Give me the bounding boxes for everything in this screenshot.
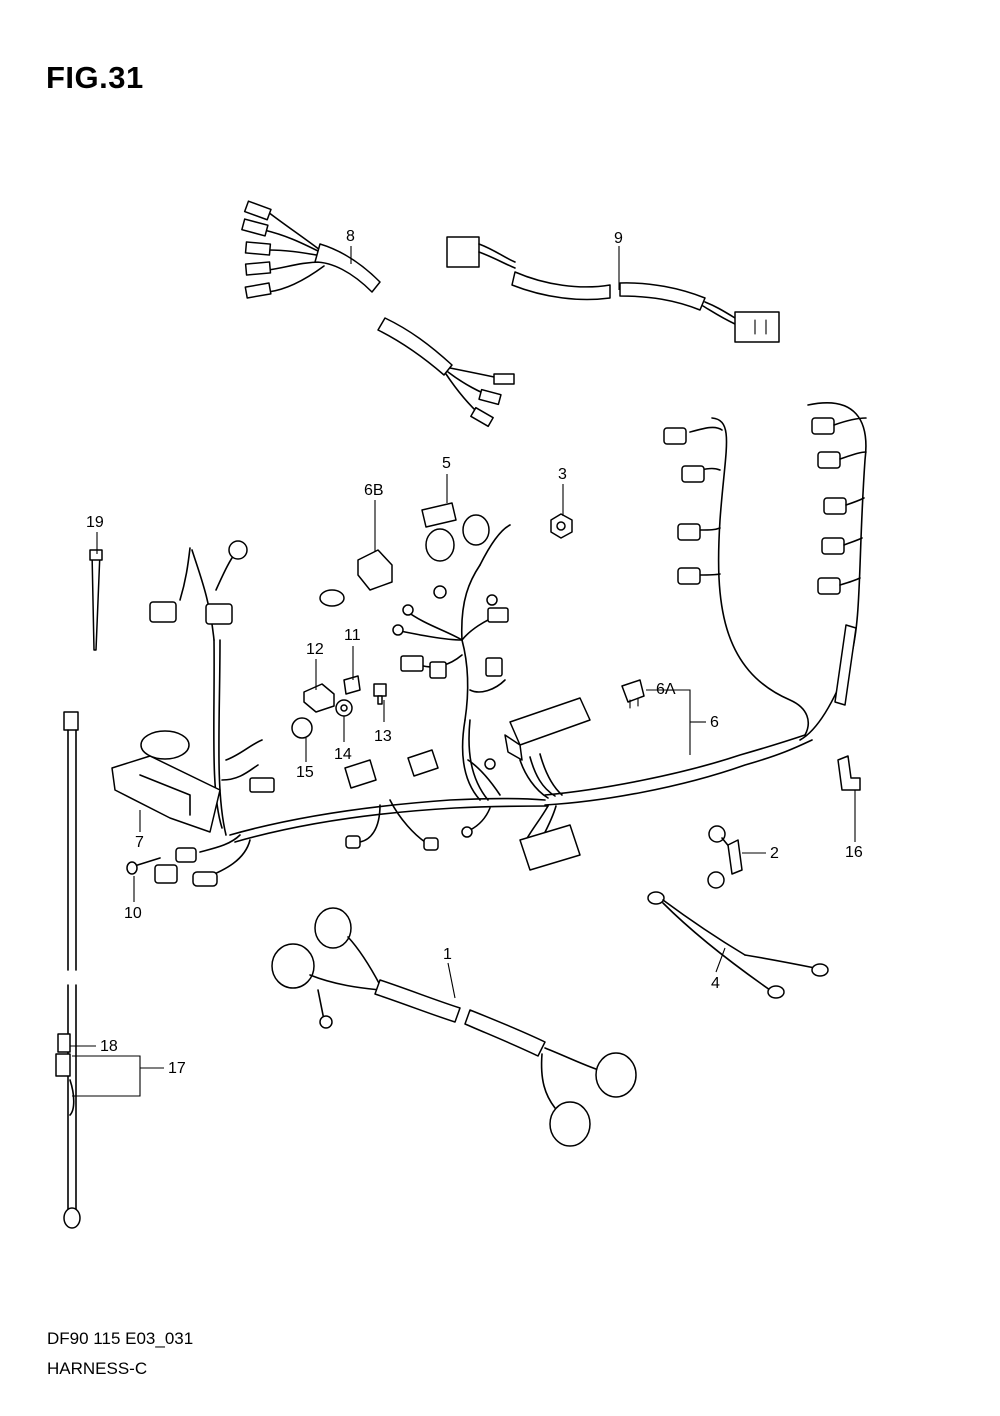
part-4-ground-wire xyxy=(647,891,829,999)
callout-labels: 8 9 5 3 6B 19 11 12 13 14 15 6A 6 7 10 2… xyxy=(86,228,863,1077)
callout-19: 19 xyxy=(86,514,104,531)
part-14-collar xyxy=(335,699,353,717)
part-17-lead-wire xyxy=(55,711,81,1229)
callout-6b: 6B xyxy=(364,482,384,499)
injector-connectors-left xyxy=(663,426,723,585)
part-15-grommet xyxy=(291,717,313,739)
callout-4: 4 xyxy=(711,975,720,992)
part-1-harness xyxy=(271,907,637,1147)
part-9-harness xyxy=(446,236,780,343)
part-2-ground-wire xyxy=(707,825,743,889)
callout-3: 3 xyxy=(558,466,567,483)
part-11-bracket xyxy=(343,675,361,695)
part-3-nut xyxy=(550,513,573,539)
part-16-bracket xyxy=(837,755,861,791)
callout-16: 16 xyxy=(845,844,863,861)
part-6-main-harness xyxy=(149,402,867,887)
callout-9: 9 xyxy=(614,230,623,247)
callout-10: 10 xyxy=(124,905,142,922)
callout-15: 15 xyxy=(296,764,314,781)
callout-11: 11 xyxy=(344,627,361,644)
part-6a-fuse xyxy=(621,679,645,709)
part-7-bracket xyxy=(111,730,221,833)
part-8-lead-wires xyxy=(241,200,515,428)
connector-9b xyxy=(734,311,780,343)
diagram-code: DF90 115 E03_031 xyxy=(47,1329,194,1348)
callout-13: 13 xyxy=(374,728,392,745)
figure-title: FIG.31 xyxy=(46,60,144,95)
callout-8: 8 xyxy=(346,228,355,245)
callout-5: 5 xyxy=(442,455,451,472)
callout-6: 6 xyxy=(710,714,719,731)
callout-17: 17 xyxy=(168,1060,186,1077)
diagram-name: HARNESS-C xyxy=(47,1359,148,1378)
callout-14: 14 xyxy=(334,746,352,763)
callout-leaders xyxy=(70,246,856,1097)
connector-9a xyxy=(446,236,480,268)
callout-1: 1 xyxy=(443,946,452,963)
part-13-bolt xyxy=(373,683,387,705)
part-6b-relay xyxy=(319,549,393,607)
part-12-relay xyxy=(303,683,335,713)
callout-18: 18 xyxy=(100,1038,118,1055)
callout-7: 7 xyxy=(135,834,144,851)
callout-2: 2 xyxy=(770,845,779,862)
part-10-screw xyxy=(126,857,161,875)
callout-6a: 6A xyxy=(656,681,676,698)
part-19-clamp-tie xyxy=(89,549,103,651)
callout-12: 12 xyxy=(306,641,324,658)
injector-connectors-right xyxy=(811,417,867,595)
part-5-connector-cap xyxy=(421,502,490,562)
